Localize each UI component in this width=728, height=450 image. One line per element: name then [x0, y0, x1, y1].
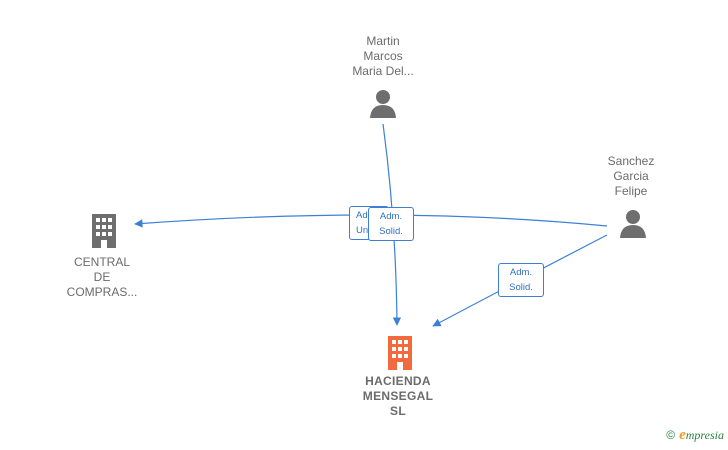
main-company-node-label[interactable]: HACIENDA MENSEGAL SL: [348, 374, 448, 419]
empresia-watermark-logo: ©empresia: [666, 427, 724, 444]
role-badge-right[interactable]: Adm. Solid.: [498, 263, 544, 297]
company-name-line: MENSEGAL: [362, 389, 434, 403]
company-name-line: COMPRAS...: [66, 285, 138, 299]
role-badge-line: Adm.: [379, 211, 403, 222]
person-name-line: Sanchez: [607, 154, 655, 168]
person-icon[interactable]: [368, 88, 398, 118]
person-name-line: Maria Del...: [352, 64, 414, 78]
person-name-line: Marcos: [363, 49, 403, 63]
role-badge-center[interactable]: Adm. Solid.: [368, 207, 414, 241]
role-badge-line: Solid.: [379, 226, 403, 237]
main-company-building-icon[interactable]: [384, 334, 416, 370]
person-name-line: Felipe: [614, 184, 648, 198]
company-name-line: DE: [93, 270, 111, 284]
company-name-line: SL: [390, 404, 406, 418]
role-badge-line: Adm.: [356, 208, 386, 223]
person-name-line: Garcia: [613, 169, 649, 183]
person-node-label-top[interactable]: Martin Marcos Maria Del...: [333, 34, 433, 79]
company-name-line: HACIENDA: [365, 374, 431, 388]
copyright-symbol: ©: [666, 428, 676, 442]
brand-name: mpresia: [685, 428, 724, 442]
brand-initial: e: [679, 427, 686, 443]
person-icon[interactable]: [618, 208, 648, 238]
company-name-line: CENTRAL: [73, 255, 130, 269]
person-name-line: Martin: [366, 34, 400, 48]
person-node-label-right[interactable]: Sanchez Garcia Felipe: [581, 154, 681, 199]
company-node-label-left[interactable]: CENTRAL DE COMPRAS...: [52, 255, 152, 300]
role-badge-line: Adm.: [509, 267, 533, 278]
role-badge-line: Solid.: [509, 282, 533, 293]
company-building-icon[interactable]: [88, 212, 120, 248]
